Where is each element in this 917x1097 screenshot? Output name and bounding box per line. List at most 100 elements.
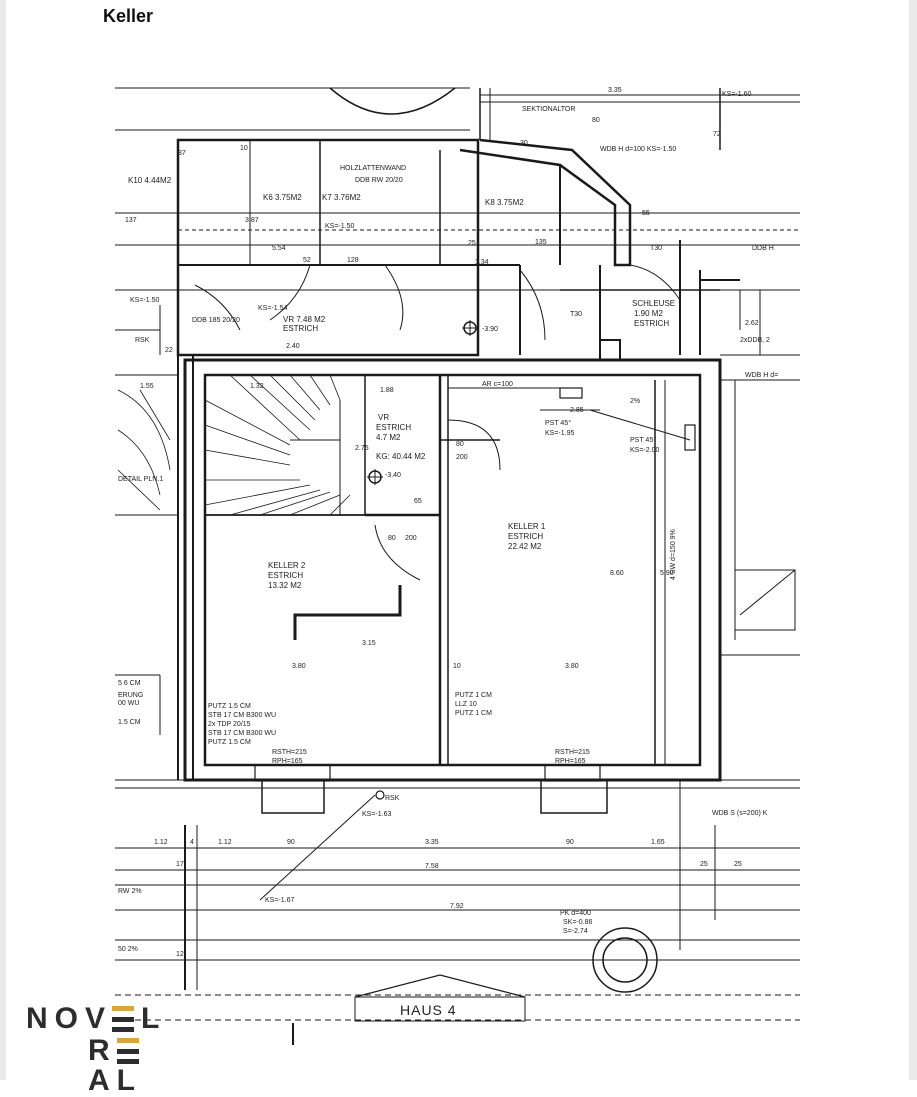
dim-label: 80 (592, 117, 600, 124)
room-label-schleuse-area: 1.90 M2 (634, 309, 663, 318)
dim-label: 1.65 (651, 839, 665, 846)
dim-label: 137 (125, 217, 137, 224)
note-left-cut-4: ERUNG (118, 692, 143, 699)
room-label-keller2: KELLER 2 (268, 561, 306, 570)
dim-label: 200 (456, 454, 468, 461)
dim-label: 5.54 (272, 245, 286, 252)
note-wdb-top: WDB H d=100 KS=-1.50 (600, 146, 676, 153)
dim-label: 3.35 (608, 87, 622, 94)
dim-label: 55 (642, 210, 650, 217)
dim-label: 52 (303, 257, 311, 264)
room-label-schleuse-sub: ESTRICH (634, 319, 669, 328)
dim-label: 22 (165, 347, 173, 354)
dim-label: 3.35 (425, 839, 439, 846)
dim-label: 200 (405, 535, 417, 542)
dim-label: 80 (388, 535, 396, 542)
room-label-schleuse: SCHLEUSE (632, 299, 675, 308)
note-wall-right-3: PUTZ 1 CM (455, 710, 492, 717)
note-wall-left-5: PUTZ 1.5 CM (208, 739, 251, 746)
dim-label: 12 (176, 951, 184, 958)
note-wdb-s: WDB S (s=200) K (712, 810, 768, 817)
dim-label: 2% (630, 398, 640, 405)
logo-text: L (141, 1002, 167, 1035)
dim-label: 3.80 (292, 663, 306, 670)
room-label-vr-top: VR 7.48 M2 (283, 315, 326, 324)
note-rph-2: RPH=165 (555, 758, 586, 765)
dim-label: 10 (240, 145, 248, 152)
note-wall-right-2: LLZ 10 (455, 701, 477, 708)
note-rph-1: RPH=165 (272, 758, 303, 765)
logo-text: AL (88, 1064, 142, 1097)
tree-arc (329, 87, 456, 115)
note-sektionaltor: SEKTIONALTOR (522, 106, 575, 113)
dim-label: 8.60 (610, 570, 624, 577)
note-pst-2-ks: KS=-2.00 (630, 447, 659, 454)
room-label-k6: K6 3.75M2 (263, 193, 302, 202)
note-pst-1: PST 45° (545, 419, 571, 427)
note-left-cut-1: 5 6 CM (118, 680, 141, 687)
note-wall-right-1: PUTZ 1 CM (455, 692, 492, 699)
note-wall-left-2: STB 17 CM B300 WU (208, 712, 276, 719)
dim-label: 2.75 (355, 445, 369, 452)
dim-label: 25 (468, 240, 476, 247)
dim-label: 5.90 (660, 570, 674, 577)
dim-label: 90 (566, 839, 574, 846)
note-left-cut-3: 1.5 CM (118, 719, 141, 726)
note-ddb-2x: 2xDDB, 2 (740, 337, 770, 344)
note-pk-sk: SK=-0.86 (563, 919, 592, 926)
page-title: Keller (103, 6, 154, 26)
logo-text: R (88, 1034, 117, 1067)
scan-frame-left (0, 0, 6, 1080)
note-h-390: -3.90 (482, 326, 498, 333)
note-t30-left: T30 (570, 311, 582, 318)
note-sw: 4 SW d=150 9% (670, 529, 677, 580)
room-label-keller2-sub: ESTRICH (268, 571, 303, 580)
note-rsth-2: RSTH=215 (555, 749, 590, 756)
scan-frame-right (909, 0, 917, 1080)
dim-label: 7.58 (425, 863, 439, 870)
staircase (204, 374, 366, 516)
note-ddb-bottom: DDB 185 20/20 (192, 317, 240, 324)
dim-label: 4 (190, 839, 194, 846)
room-label-keller1-area: 22.42 M2 (508, 542, 542, 551)
note-detail: DETAIL PLN.1 (118, 476, 163, 483)
note-ks-150-left: KS=-1.50 (130, 297, 159, 304)
dim-label: 90 (287, 839, 295, 846)
note-holzlattenwand: HOLZLATTENWAND (340, 165, 406, 172)
logo-e-mark (112, 1006, 135, 1032)
dim-label: 3.15 (362, 640, 376, 647)
note-ddb-rw: DDB RW 20/20 (355, 177, 403, 184)
note-slope: 50 2% (118, 946, 138, 953)
note-wall-left-1: PUTZ 1.5 CM (208, 703, 251, 710)
dim-label: 2.62 (745, 320, 759, 327)
dim-label: 1.12 (218, 839, 232, 846)
room-label-vr-sub: ESTRICH (376, 423, 411, 432)
note-rsth-1: RSTH=215 (272, 749, 307, 756)
dim-label: 25 (700, 861, 708, 868)
note-pst-2: PST 45° (630, 436, 656, 444)
haus-roof (354, 974, 526, 998)
window-right (540, 779, 608, 814)
dim-label: 1.55 (140, 383, 154, 390)
logo-text: NOV (26, 1002, 113, 1035)
duct (459, 138, 632, 267)
room-label-keller2-area: 13.32 M2 (268, 581, 302, 590)
dim-label: 65 (414, 498, 422, 505)
note-t30-right: T30 (650, 245, 662, 252)
note-pk: PK d=400 (560, 910, 591, 917)
room-label-k8: K8 3.75M2 (485, 198, 524, 207)
note-rsk-bottom: RSK (385, 795, 400, 802)
dim-label: 3.80 (565, 663, 579, 670)
room-label-vr-top-sub: ESTRICH (283, 324, 318, 333)
room-label-kg: KG: 40.44 M2 (376, 452, 426, 461)
note-ks-154: KS=-1.54 (258, 305, 287, 312)
manhole (592, 927, 658, 993)
dim-label: 1.34 (475, 259, 489, 266)
dim-label: 7.92 (450, 903, 464, 910)
dim-label: 72 (713, 131, 721, 138)
room-label-vr-area: 4.7 M2 (376, 433, 401, 442)
room-label-k7: K7 3.76M2 (322, 193, 361, 202)
note-pk-s: S=-2.74 (563, 928, 588, 935)
dim-label: 1.12 (154, 839, 168, 846)
